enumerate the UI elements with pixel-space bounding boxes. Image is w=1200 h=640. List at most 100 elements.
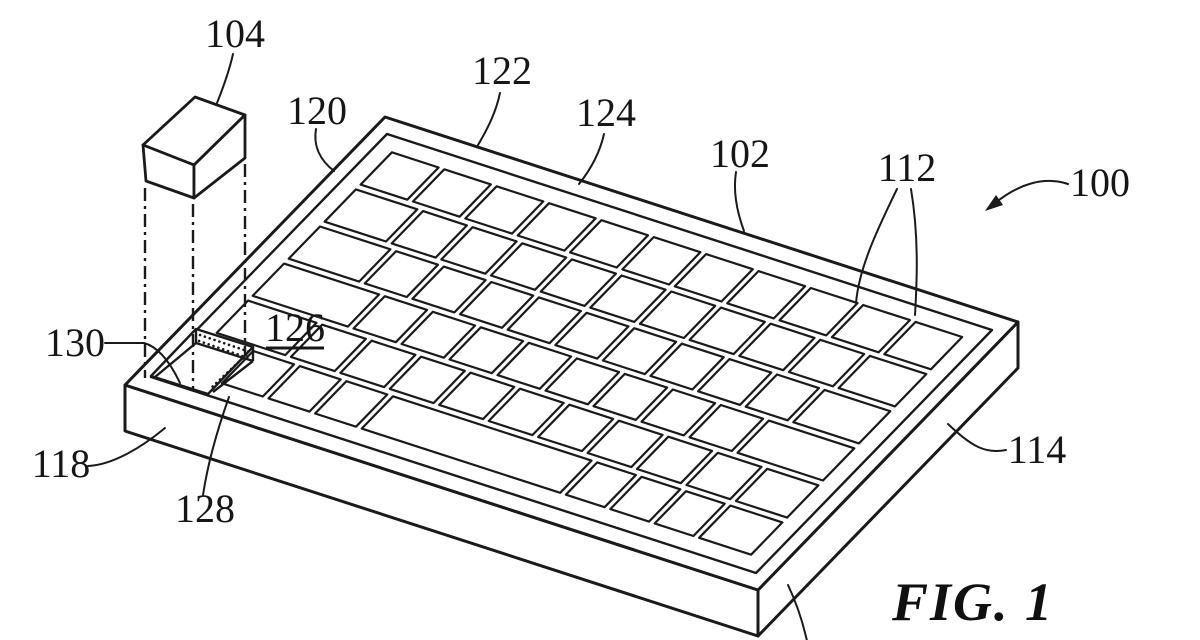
key xyxy=(267,365,342,413)
key xyxy=(251,262,381,328)
key xyxy=(388,355,466,405)
leader-128 xyxy=(202,396,230,496)
label-104: 104 xyxy=(205,11,265,56)
key xyxy=(564,461,637,509)
key xyxy=(744,373,820,422)
key xyxy=(506,296,582,345)
key xyxy=(360,395,593,494)
key xyxy=(411,265,487,314)
key xyxy=(640,388,717,437)
key xyxy=(220,349,296,398)
key xyxy=(698,504,784,556)
key xyxy=(352,295,429,344)
leader-100 xyxy=(993,180,1069,205)
key xyxy=(792,388,892,445)
label-122: 122 xyxy=(472,48,532,93)
recess-back-wall-edge xyxy=(195,341,254,363)
leader-102 xyxy=(734,171,745,232)
phantom-column xyxy=(143,164,247,390)
key xyxy=(496,341,573,390)
key xyxy=(516,202,597,252)
label-124: 124 xyxy=(576,90,636,135)
key xyxy=(339,339,417,389)
recess-floor-left-edge xyxy=(154,342,197,378)
key xyxy=(673,253,754,303)
key xyxy=(544,357,621,406)
arrowhead-100 xyxy=(985,195,1003,211)
leader-114 xyxy=(947,423,1007,452)
key xyxy=(830,303,911,354)
key xyxy=(390,210,468,259)
label-128: 128 xyxy=(175,486,235,531)
key xyxy=(487,387,565,437)
keyboard-keys xyxy=(215,151,964,556)
leader-120 xyxy=(314,128,335,172)
key xyxy=(323,188,419,243)
leader-lines xyxy=(87,53,1069,640)
key xyxy=(697,358,773,406)
key xyxy=(778,286,859,337)
label-130: 130 xyxy=(45,320,105,365)
removable-block-104 xyxy=(141,95,247,200)
key xyxy=(464,185,545,235)
leader-118 xyxy=(87,427,166,467)
leader-124 xyxy=(578,133,605,185)
label-126: 126 xyxy=(265,305,325,350)
key xyxy=(539,258,617,307)
leader-112a xyxy=(855,188,898,304)
key xyxy=(289,323,367,373)
key xyxy=(734,467,820,519)
key xyxy=(440,226,518,275)
key xyxy=(459,280,535,329)
leader-130 xyxy=(104,342,181,384)
key xyxy=(621,236,702,286)
key xyxy=(787,338,866,388)
key xyxy=(837,354,928,408)
reference-labels: 104 120 122 124 102 112 100 130 126 118 … xyxy=(32,11,1130,632)
key xyxy=(649,342,725,391)
leader-112b xyxy=(910,188,918,316)
key xyxy=(314,380,389,428)
label-112: 112 xyxy=(878,145,937,190)
key xyxy=(601,327,678,376)
key xyxy=(592,372,669,421)
key xyxy=(586,419,664,469)
key xyxy=(363,250,440,299)
recess-stipple-row-1 xyxy=(198,333,252,354)
label-114: 114 xyxy=(1008,427,1067,472)
key xyxy=(726,270,807,320)
key xyxy=(609,475,682,523)
recess-stipple-row-2 xyxy=(197,339,250,360)
block-right-face xyxy=(192,113,247,200)
key xyxy=(653,490,726,538)
leader-bottom-partial xyxy=(787,584,808,640)
key xyxy=(635,435,714,485)
key xyxy=(438,371,516,421)
key xyxy=(569,219,650,269)
key xyxy=(589,274,667,323)
leader-104 xyxy=(216,53,234,104)
leader-122 xyxy=(477,92,501,146)
key xyxy=(883,320,964,371)
key xyxy=(287,225,392,283)
key xyxy=(400,310,477,359)
bezel-inner-edge xyxy=(149,132,994,575)
key xyxy=(688,306,766,356)
figure-caption: FIG. 1 xyxy=(891,572,1054,632)
key xyxy=(359,151,440,201)
key xyxy=(736,419,856,482)
label-100: 100 xyxy=(1070,160,1130,205)
key xyxy=(554,311,630,360)
label-120: 120 xyxy=(287,88,347,133)
key xyxy=(448,326,525,375)
key xyxy=(738,322,816,372)
key xyxy=(685,451,763,501)
recess-stipple-row-3 xyxy=(209,353,248,390)
key xyxy=(411,168,492,218)
label-102: 102 xyxy=(710,131,770,176)
key xyxy=(215,299,318,357)
key xyxy=(537,403,615,453)
key xyxy=(489,242,568,291)
